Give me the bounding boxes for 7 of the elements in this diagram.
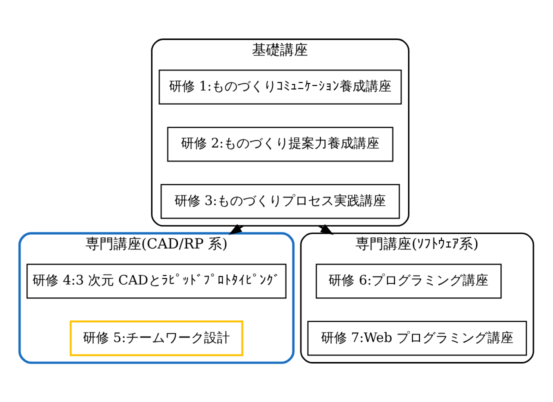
node-box: 研修 3:ものづくりプロセス実践講座 (160, 184, 400, 219)
node-box: 研修 6:プログラミング講座 (316, 264, 502, 299)
node-box: 研修 4:3 次元 CADとﾗﾋﾟｯﾄﾞﾌﾟﾛﾄﾀｲﾋﾟﾝｸﾞ (26, 264, 286, 299)
node-box: 研修 1:ものづくりｺﾐｭﾆｹｰｼｮﾝ養成講座 (158, 70, 402, 105)
node-box: 研修 7:Web プログラミング講座 (307, 320, 527, 356)
node-box: 研修 2:ものづくり提案力養成講座 (167, 126, 394, 162)
node-box: 研修 5:チームワーク設計 (70, 320, 244, 356)
